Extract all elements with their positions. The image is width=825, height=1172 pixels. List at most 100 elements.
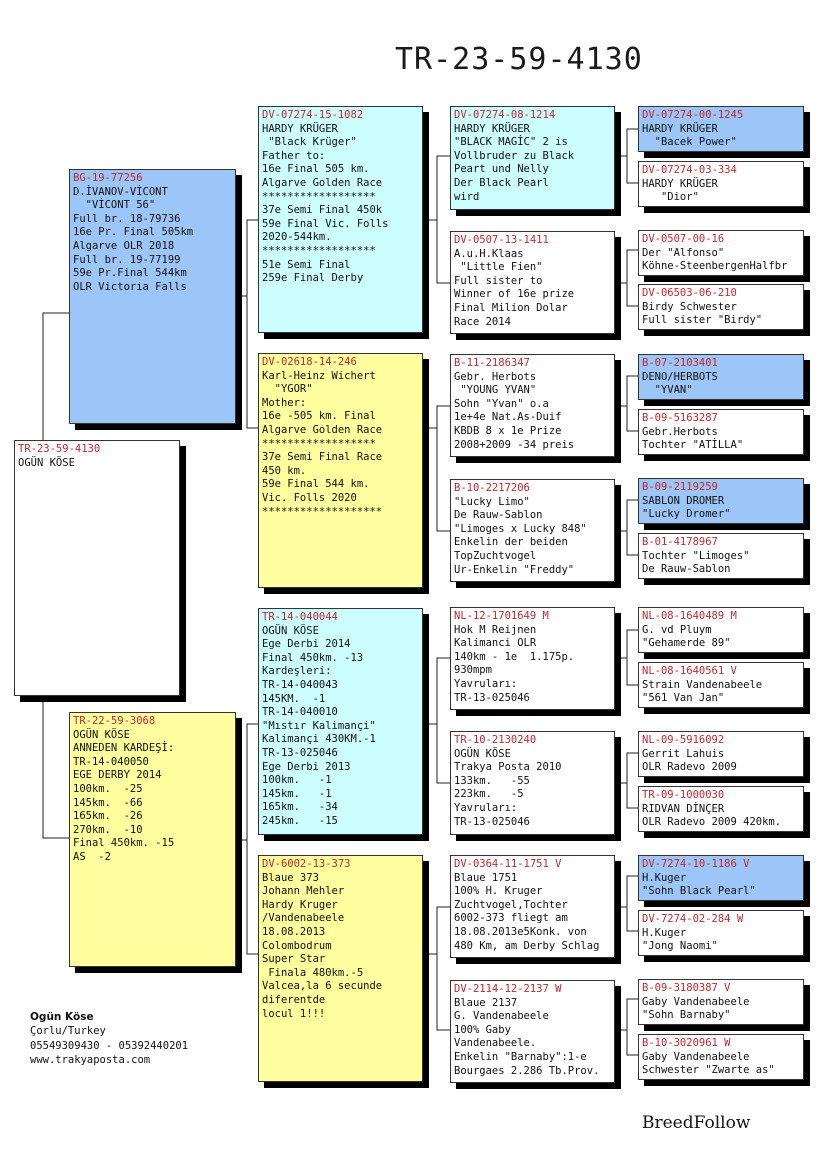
pedigree-line: "YGOR" xyxy=(262,383,313,396)
pedigree-line: Bourgaes 2.286 Tb.Prov. xyxy=(454,1064,600,1077)
pedigree-line: Peart und Nelly xyxy=(454,163,549,176)
ring-number: DV-6002-13-373 xyxy=(262,858,351,870)
pedigree-line: OGÜN KÖSE xyxy=(73,728,130,741)
ring-number: DV-0507-00-16 xyxy=(642,233,725,245)
pedigree-line: Algarve OLR 2018 xyxy=(73,239,175,252)
brand-logo-text: BreedFollow xyxy=(642,1113,751,1133)
ring-number: TR-09-1000030 xyxy=(642,789,725,801)
pedigree-line: OLR Victoria Falls xyxy=(73,280,187,293)
ring-number: DV-07274-08-1214 xyxy=(454,109,556,121)
pedigree-line: 59e Final Vic. Folls xyxy=(262,217,389,230)
pedigree-line: Der "Alfonso" xyxy=(642,246,725,259)
pedigree-line: Vandenabeele. xyxy=(454,1037,537,1050)
pedigree-line: Gaby Vandenabeele xyxy=(642,995,750,1008)
ring-number: DV-07274-03-334 xyxy=(642,164,737,176)
ring-number: NL-12-1701649 M xyxy=(454,610,549,622)
pedigree-line: Blaue 373 xyxy=(262,871,319,884)
pedigree-line: "Lucky Limo" xyxy=(454,495,530,508)
pedigree-line: 100km. -25 xyxy=(73,782,143,795)
pedigree-line: Race 2014 xyxy=(454,315,511,328)
pedigree-line: Winner of 16e prize xyxy=(454,288,575,301)
breeder-phone: 05549309430 - 05392440201 xyxy=(30,1039,189,1052)
ring-number: BG-19-77256 xyxy=(73,172,143,184)
pedigree-line: "VİCONT 56" xyxy=(73,199,156,212)
pedigree-line: Finala 480km.-5 xyxy=(262,966,364,979)
pedigree-line: EGE DERBY 2014 xyxy=(73,769,162,782)
pedigree-line: 51e Semi Final xyxy=(262,258,351,271)
pedigree-line: Full br. 18-79736 xyxy=(73,212,181,225)
pedigree-line: Full sister to xyxy=(454,274,543,287)
pedigree-line: H.Kuger xyxy=(642,926,687,939)
pedigree-line: "Sohn Black Pearl" xyxy=(642,885,756,898)
pedigree-line: Mother: xyxy=(262,396,307,409)
pedigree-line: ANNEDEN KARDEŞİ: xyxy=(73,742,175,755)
ring-number: B-09-5163287 xyxy=(642,412,718,424)
pedigree-line: Hardy Kruger xyxy=(262,898,338,911)
pedigree-line: DENO/HERBOTS xyxy=(642,370,718,383)
pedigree-line: Gebr. Herbots xyxy=(454,370,537,383)
pedigree-line: "Little Fien" xyxy=(454,261,543,274)
pedigree-line: OLR Radevo 2009 xyxy=(642,761,737,774)
breeder-website[interactable]: www.trakyaposta.com xyxy=(30,1054,151,1067)
pedigree-line: 480 Km, am Derby Schlag xyxy=(454,939,600,952)
pedigree-line: Algarve Golden Race xyxy=(262,423,383,436)
pedigree-line: TR-13-025046 xyxy=(454,815,530,828)
pedigree-line: 270km. -10 xyxy=(73,823,143,836)
pedigree-line: Full br. 19-77199 xyxy=(73,253,181,266)
pedigree-line: "Gehamerde 89" xyxy=(642,637,731,650)
pedigree-line: Ege Derbi 2014 xyxy=(262,638,351,651)
pedigree-line: TR-14-040050 xyxy=(73,755,149,768)
pedigree-line: Gaby Vandenabeele xyxy=(642,1050,750,1063)
pedigree-line: Yavruları: xyxy=(454,801,518,814)
pedigree-box-sdd: B-10-2217206"Lucky Limo"De Rauw-Sablon"L… xyxy=(450,479,615,582)
pedigree-line: Gerrit Lahuis xyxy=(642,747,725,760)
pedigree-line: 259e Final Derby xyxy=(262,272,364,285)
pedigree-line: 16e Pr. Final 505km xyxy=(73,226,194,239)
pedigree-line: Tochter "ATİLLA" xyxy=(642,439,744,452)
ring-number: DV-0364-11-1751 V xyxy=(454,858,562,870)
pedigree-line: wird xyxy=(454,190,480,203)
pedigree-line: "Limoges x Lucky 848" xyxy=(454,522,587,535)
pedigree-line: Köhne-SteenbergenHalfbr xyxy=(642,260,788,273)
pedigree-line: 165km. -26 xyxy=(73,810,143,823)
pedigree-line: Der Black Pearl xyxy=(454,176,549,189)
pedigree-line: Yavruları: xyxy=(454,677,518,690)
pedigree-line: 16e -505 km. Final xyxy=(262,410,376,423)
pedigree-line: Ege Derbi 2013 xyxy=(262,760,351,773)
pedigree-line: Enkelin der beiden xyxy=(454,536,568,549)
pedigree-line: OGÜN KÖSE xyxy=(454,747,511,760)
pedigree-line: Blaue 1751 xyxy=(454,871,518,884)
ring-number: NL-08-1640561 V xyxy=(642,665,737,677)
pedigree-line: Ur-Enkelin "Freddy" xyxy=(454,563,575,576)
ring-number: DV-07274-00-1245 xyxy=(642,109,744,121)
pedigree-line: HARDY KRÜGER xyxy=(642,177,718,190)
pedigree-line: 59e Pr.Final 544km xyxy=(73,267,187,280)
pedigree-line: 145KM. -1 xyxy=(262,692,326,705)
pedigree-line: 37e Semi Final 450k xyxy=(262,204,383,217)
pedigree-line: Birdy Schwester xyxy=(642,300,737,313)
pedigree-line: SABLON DROMER xyxy=(642,494,725,507)
pedigree-line: HARDY KRÜGER xyxy=(262,122,338,135)
ring-number: DV-02618-14-246 xyxy=(262,356,357,368)
pedigree-line: G. vd Pluym xyxy=(642,623,712,636)
pedigree-line: Final Milion Dolar xyxy=(454,301,568,314)
pedigree-line: "YVAN" xyxy=(642,384,693,397)
pedigree-line: ******************* xyxy=(262,505,383,518)
pedigree-line: 100% H. Kruger xyxy=(454,885,543,898)
ring-number: DV-07274-15-1082 xyxy=(262,109,364,121)
ring-number: B-10-3020961 W xyxy=(642,1037,731,1049)
pedigree-line: 930mpm xyxy=(454,664,492,677)
pedigree-line: 100km. -1 xyxy=(262,774,332,787)
pedigree-line: 450 km. xyxy=(262,464,307,477)
ring-number: TR-14-040044 xyxy=(262,611,338,623)
ring-number: B-07-2103401 xyxy=(642,357,718,369)
